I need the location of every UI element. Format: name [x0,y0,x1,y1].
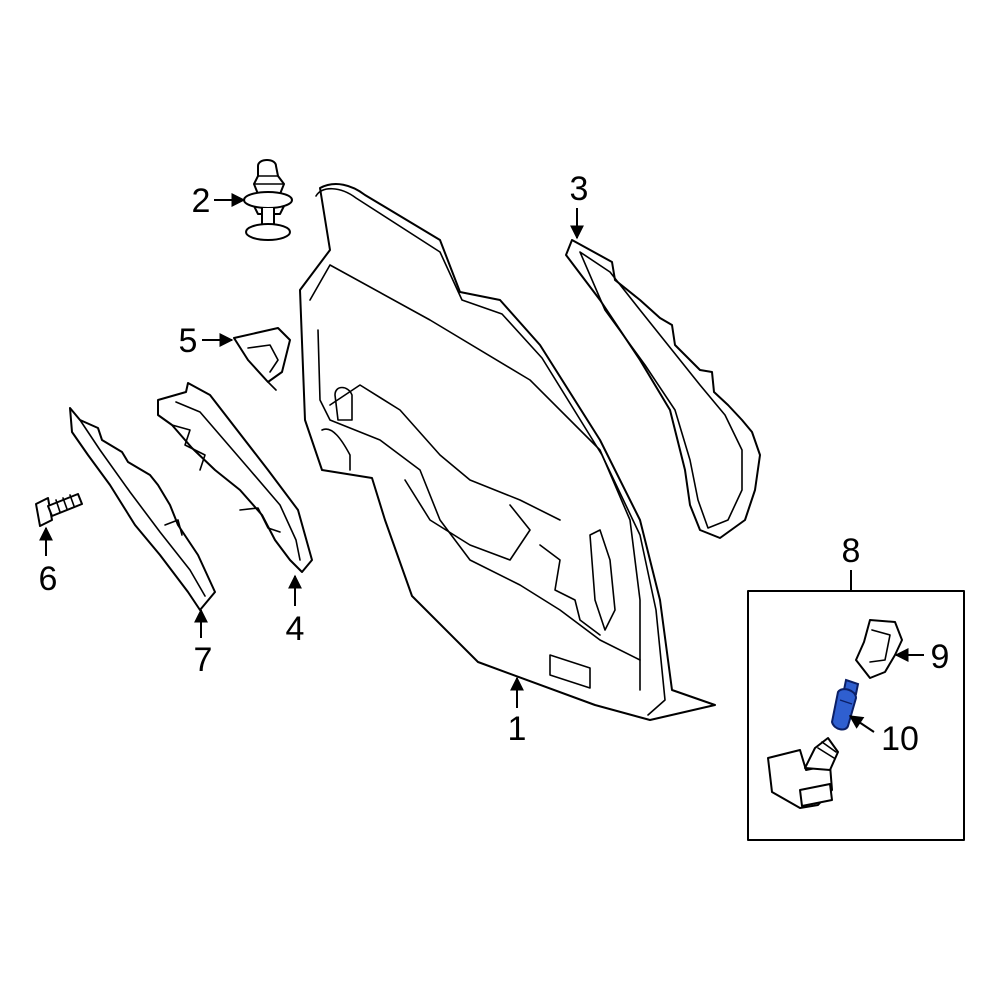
callout-10: 10 [881,720,919,758]
part-9-socket[interactable] [855,619,903,679]
part-8-lamp-assembly-box [747,590,965,841]
callout-4: 4 [286,610,305,648]
part-4-pillar-trim[interactable] [157,382,313,573]
callout-1: 1 [508,710,527,748]
part-2-push-clip[interactable] [243,159,293,241]
part-3-side-trim[interactable] [565,239,761,539]
callout-9: 9 [931,638,950,676]
part-7-sill-trim[interactable] [69,407,216,611]
lamp-housing [767,737,839,809]
part-6-screw[interactable] [35,493,83,527]
callout-3: 3 [570,170,589,208]
callout-6: 6 [39,560,58,598]
callout-2: 2 [192,182,211,220]
part-10-bulb[interactable] [830,678,860,731]
part-1-trim-panel[interactable] [299,183,716,721]
part-5-bracket[interactable] [233,327,291,391]
callout-5: 5 [179,322,198,360]
callout-labels: 1 2 3 4 5 6 7 8 9 10 [39,170,950,758]
leader-lines [39,193,924,733]
callout-7: 7 [194,641,213,679]
callout-8: 8 [842,532,861,570]
